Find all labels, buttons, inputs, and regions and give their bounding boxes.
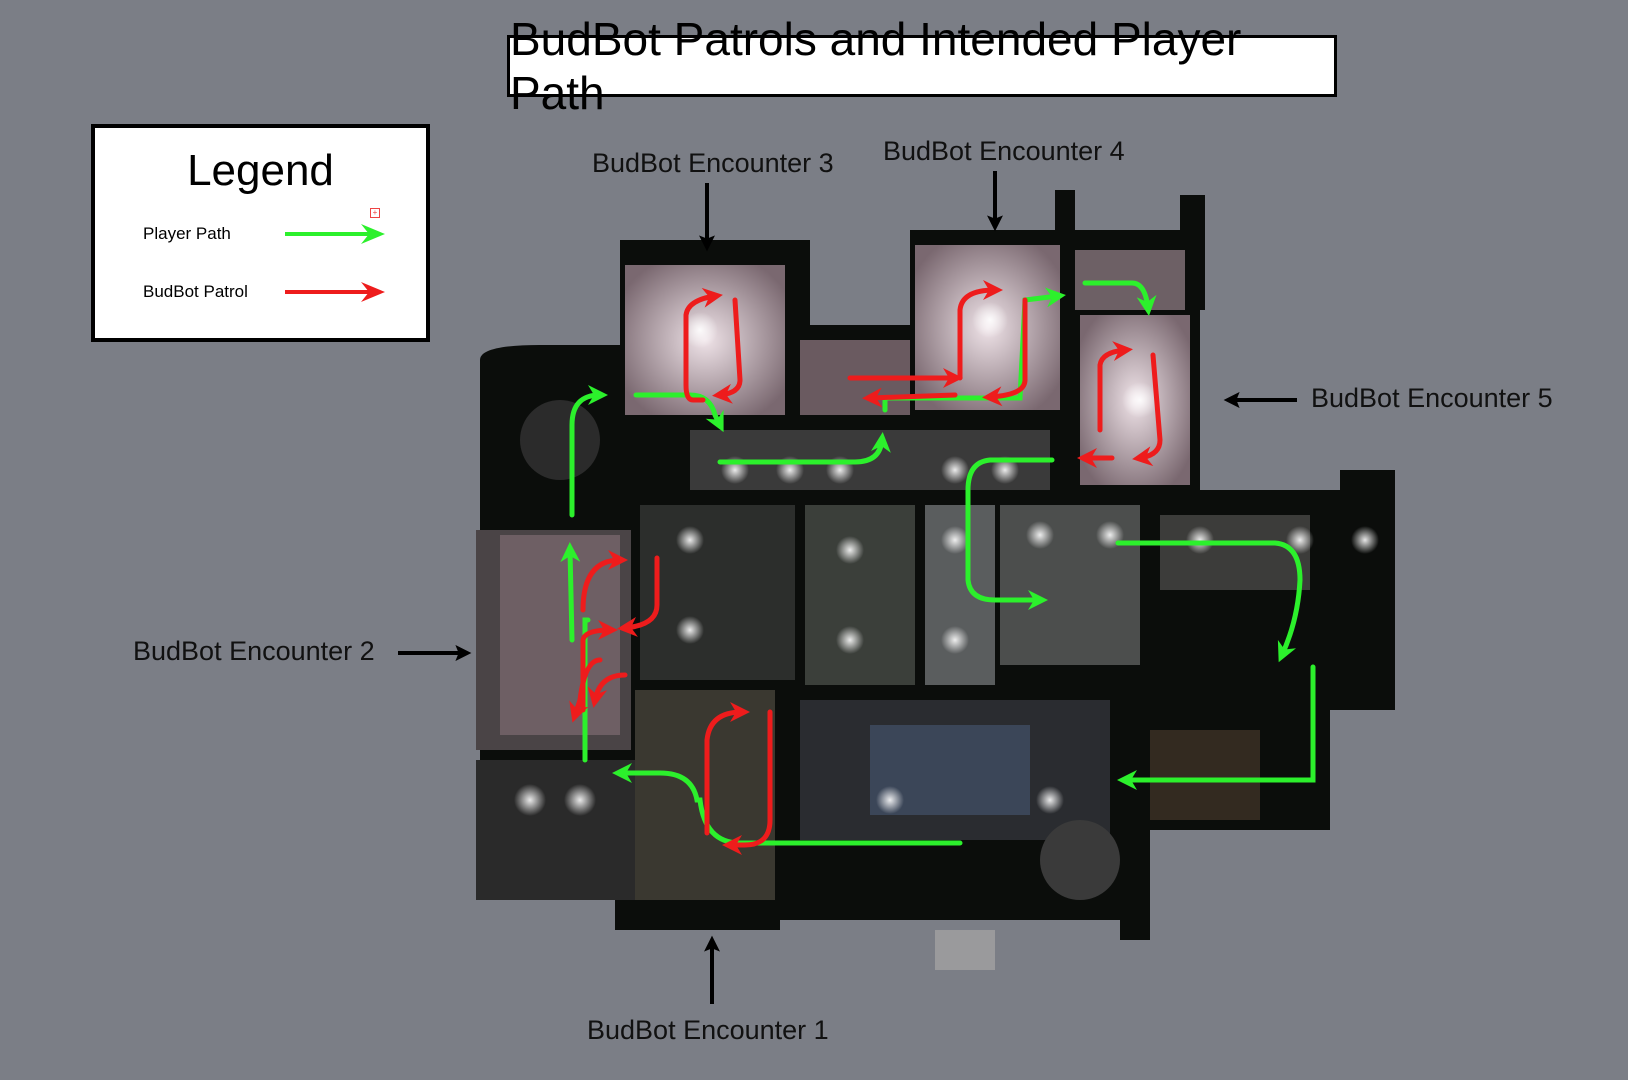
player-path-segment-5 [633, 392, 724, 433]
small-plus-marker-icon: + [370, 208, 380, 218]
room-southeast [1150, 730, 1260, 820]
patrol-encounter-4-b [862, 387, 958, 408]
encounter-3-label: BudBot Encounter 3 [592, 148, 834, 178]
player-path-segment-7 [882, 287, 1066, 413]
spiral-stair [1040, 820, 1120, 900]
encounter-4-label: BudBot Encounter 4 [883, 136, 1125, 166]
player-path-segment-9 [965, 457, 1055, 610]
player-path-segment-10 [1115, 540, 1303, 663]
patrol-encounter-2-d [569, 657, 603, 723]
patrol-encounter-1-b [722, 709, 773, 855]
east-hallway [1160, 515, 1310, 590]
player-path-segment-11 [1117, 664, 1316, 790]
patrol-encounter-1-a [704, 702, 750, 836]
south-entrance [935, 930, 995, 970]
patrol-encounter-2-c [580, 620, 618, 713]
player-path-segment-6 [717, 432, 891, 465]
budbot-patrols [569, 280, 1163, 855]
patrol-encounter-2-a [580, 550, 628, 613]
legend-budbot-patrol-label: BudBot Patrol [143, 282, 248, 301]
patrol-encounter-4-d [982, 297, 1028, 407]
green-arrow-icon [285, 224, 385, 244]
red-arrow-icon [285, 282, 385, 302]
player-path-segment-4 [569, 385, 608, 518]
legend-title: Legend [187, 146, 334, 195]
round-tower [520, 400, 600, 480]
patrol-encounter-2-e [587, 672, 628, 708]
player-path-segment-3 [560, 542, 581, 643]
stair-room [640, 505, 795, 680]
patrol-encounter-4-c [957, 280, 1003, 381]
ceiling-lights [514, 302, 1379, 816]
encounter-pointers [398, 171, 1297, 1004]
room-center-west [805, 505, 915, 685]
player-path-segment-8 [1082, 280, 1157, 316]
patrol-encounter-2-b [617, 555, 660, 637]
encounter-2-label: BudBot Encounter 2 [133, 636, 375, 666]
encounter-5-label: BudBot Encounter 5 [1311, 383, 1553, 413]
legend-panel: Legend + Player Path BudBot Patrol [91, 124, 430, 342]
room-northeast [1075, 250, 1185, 310]
patrol-encounter-5-a [1097, 341, 1133, 433]
patrol-encounter-3-a [683, 287, 723, 403]
legend-player-path-label: Player Path [143, 224, 231, 243]
patrol-encounter-5-b [1132, 352, 1163, 467]
encounter-1-label: BudBot Encounter 1 [587, 1015, 829, 1045]
patrol-encounter-3-b [712, 297, 743, 404]
